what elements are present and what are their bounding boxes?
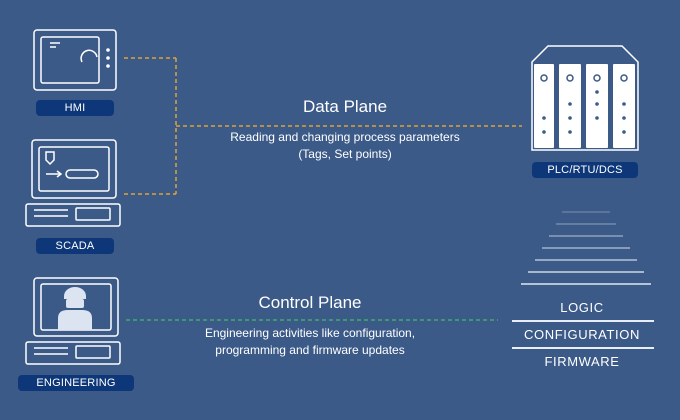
hmi-label: HMI — [36, 100, 114, 116]
data-plane-description: Reading and changing process parameters … — [180, 129, 510, 163]
data-plane-connector — [124, 57, 522, 195]
control-plane-title: Control Plane — [258, 293, 362, 312]
scada-icon — [25, 139, 121, 227]
stack-pyramid-lines — [521, 211, 651, 285]
plc-label: PLC/RTU/DCS — [532, 162, 638, 178]
stack-divider-1 — [512, 320, 654, 322]
data-plane-title: Data Plane — [302, 97, 388, 116]
engineer-figure-icon — [58, 287, 92, 330]
data-plane-desc-line-1: Reading and changing process parameters — [230, 130, 460, 144]
scada-label: SCADA — [36, 238, 114, 254]
stack-divider-2 — [512, 347, 654, 349]
engineering-icon — [25, 277, 121, 365]
plc-rack-icon — [531, 45, 639, 151]
control-plane-description: Engineering activities like configuratio… — [150, 325, 470, 359]
stack-label-firmware: FIRMWARE — [544, 354, 620, 369]
stack-label-configuration: CONFIGURATION — [524, 327, 640, 342]
hmi-icon — [33, 29, 117, 91]
engineering-label: ENGINEERING — [18, 375, 134, 391]
data-plane-desc-line-2: (Tags, Set points) — [298, 147, 392, 161]
control-plane-desc-line-2: programming and firmware updates — [215, 343, 405, 357]
control-plane-desc-line-1: Engineering activities like configuratio… — [204, 326, 416, 340]
stack-label-logic: LOGIC — [560, 300, 604, 315]
